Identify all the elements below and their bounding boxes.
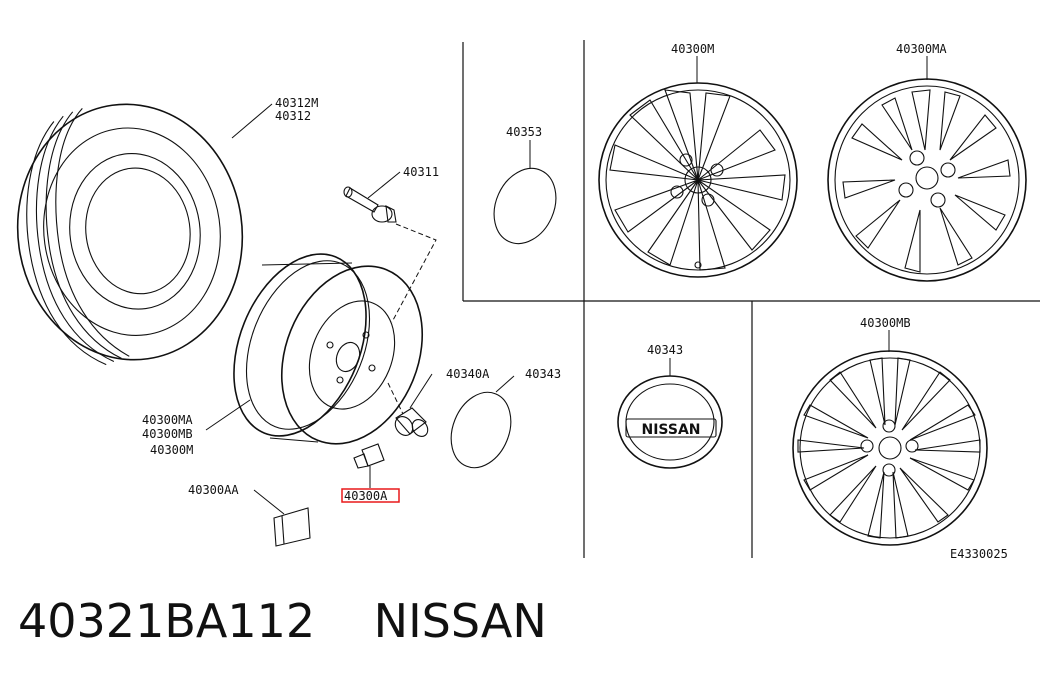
balance-weight-illustration (353, 443, 385, 469)
diagram-code: E4330025 (950, 547, 1008, 561)
small-cap-illustration (450, 391, 512, 469)
alloy-wheel-ma-illustration (827, 78, 1027, 282)
wheel-nut-illustration (394, 407, 429, 437)
wheel-mb-label: 40300MB (860, 316, 911, 330)
valve-illustration (343, 186, 397, 223)
brand-name: NISSAN (373, 594, 547, 648)
valve-label: 40311 (403, 165, 439, 179)
part-caption: 40321BA112 NISSAN (18, 598, 547, 644)
emblem-text: NISSAN (641, 422, 700, 438)
panel-frames (462, 40, 1040, 558)
small-cap-label: 40343 (525, 367, 561, 381)
wheel-ma-label: 40300MA (896, 42, 947, 56)
alloy-wheel-mb-illustration (792, 350, 988, 546)
plain-cap-label: 40353 (506, 125, 542, 139)
wheel-label-40300mb: 40300MB (142, 427, 193, 441)
ornament-label: 40343 (647, 343, 683, 357)
adhesive-weight-illustration (273, 507, 311, 547)
nut-label: 40340A (446, 367, 490, 381)
alloy-wheel-m-illustration (598, 82, 798, 278)
tire-label-40312m: 40312M (275, 96, 318, 110)
wheel-m-label: 40300M (671, 42, 714, 56)
plain-cap-illustration (493, 167, 557, 245)
nissan-ornament-illustration: NISSAN (617, 375, 723, 469)
highlight-box (341, 488, 400, 503)
highlighted-label: 40300A (344, 489, 388, 503)
tire-illustration (16, 103, 244, 366)
wheel-label-40300ma: 40300MA (142, 413, 193, 427)
part-number: 40321BA112 (18, 594, 316, 648)
steel-wheel-illustration (233, 253, 424, 445)
wheel-label-40300m: 40300M (150, 443, 193, 457)
tire-label-40312: 40312 (275, 109, 311, 123)
weight-label: 40300AA (188, 483, 239, 497)
